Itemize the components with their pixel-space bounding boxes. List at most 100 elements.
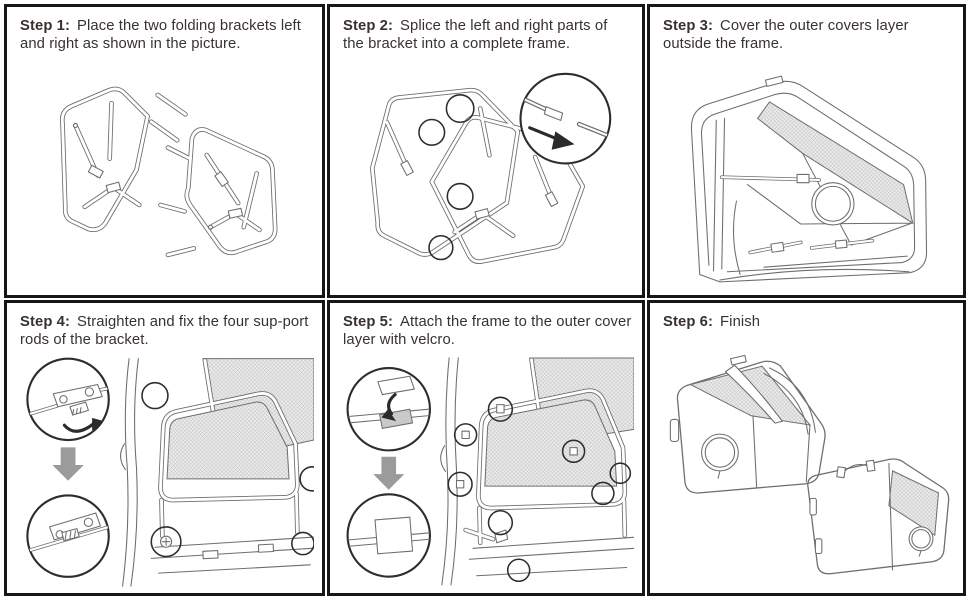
detail-magnifier (519, 72, 612, 165)
step-text: Attach the frame to the outer cover laye… (343, 314, 632, 349)
folding-brackets-drawing (62, 89, 275, 255)
carrier-body (676, 361, 826, 495)
tube-connector (796, 173, 810, 184)
cover-tab (764, 75, 784, 87)
splice-direction-arrow (551, 131, 575, 150)
hinge-plate (474, 208, 490, 220)
mesh-panel (166, 401, 290, 480)
mesh-panel (484, 399, 618, 487)
rotate-arrow (387, 392, 397, 416)
latch-detail-straightened (26, 494, 110, 578)
step-separator: : (65, 314, 71, 330)
step-text: Finish (720, 314, 761, 330)
step-separator: : (708, 314, 714, 330)
step-label: Step 4 (20, 314, 66, 330)
attachment-marker (418, 118, 446, 146)
transform-arrow (373, 456, 405, 490)
port-hole (701, 434, 739, 472)
velcro-flap (377, 375, 415, 396)
attachment-marker (561, 439, 586, 464)
step-text: Cover the outer covers layer outside the… (663, 18, 909, 53)
hinge-plate (105, 181, 122, 194)
attachment-marker (445, 94, 475, 124)
finished-carrier-side (807, 458, 950, 575)
attachment-marker (591, 481, 615, 506)
latch-detail-folded (26, 357, 110, 442)
step-separator: : (388, 18, 394, 34)
step-4-panel: Step 4:Straighten and fix the four sup-p… (4, 300, 325, 596)
step-text: Straighten and fix the four sup-port rod… (20, 314, 309, 349)
finished-carrier-front (669, 355, 826, 495)
velcro-detail-closed (346, 493, 431, 578)
top-tab (729, 355, 747, 366)
spliced-frame-drawing (372, 90, 582, 262)
splice-markers (418, 94, 475, 261)
attachment-marker (487, 396, 514, 422)
step-label: Step 6 (663, 314, 709, 330)
hinge-plate (227, 207, 244, 219)
step-label: Step 2 (343, 18, 389, 34)
step-separator: : (388, 314, 394, 330)
rotate-arrow (62, 421, 96, 433)
carrier-body (807, 458, 950, 575)
step-4-illustration (26, 357, 314, 587)
step-6-illustration (669, 355, 950, 575)
step-3-panel: Step 3:Cover the outer covers layer outs… (647, 4, 966, 298)
latch-plate (52, 383, 103, 408)
rotate-arrow (92, 417, 106, 431)
transform-arrow (52, 447, 84, 481)
frame-with-rods-drawing (120, 358, 314, 587)
attachment-marker (446, 182, 474, 210)
rotate-arrow (381, 409, 397, 422)
attachment-marker (609, 462, 632, 485)
hinge-plate (214, 171, 229, 187)
step-3-heading: Step 3:Cover the outer covers layer outs… (663, 17, 953, 54)
shoulder-strap (763, 367, 816, 436)
step-separator: : (65, 18, 71, 34)
step-label: Step 3 (663, 18, 709, 34)
step-1-illustration (20, 56, 314, 291)
attachment-marker (299, 466, 314, 492)
hinge-plate (544, 191, 559, 208)
attachment-marker (291, 531, 314, 556)
attachment-marker (487, 509, 514, 536)
attachment-marker (453, 423, 478, 447)
step-5-illustration (346, 357, 634, 586)
cover-over-frame-drawing (690, 75, 928, 283)
step-2-illustration (343, 72, 612, 291)
cover-port-hole (811, 182, 855, 226)
attachment-marker (428, 234, 454, 261)
velcro-detail-open (346, 366, 431, 452)
tube-connector (770, 241, 785, 253)
step-3-illustration (690, 75, 928, 283)
step-label: Step 5 (343, 314, 389, 330)
step-1-panel: Step 1:Place the two folding brackets le… (4, 4, 325, 298)
attachment-marker (141, 381, 169, 410)
mesh-panel (756, 101, 914, 225)
port-hole (908, 526, 934, 552)
step-text: Place the two folding brackets left and … (20, 18, 301, 53)
side-tab (814, 538, 823, 555)
step-1-heading: Step 1:Place the two folding brackets le… (20, 17, 312, 54)
step-text: Splice the left and right parts of the b… (343, 18, 608, 53)
splice-tip (543, 106, 564, 121)
attachment-marker (447, 471, 473, 497)
attachment-marker (506, 558, 531, 582)
hinge-plate (400, 160, 414, 176)
velcro-wrap (374, 516, 414, 555)
step-6-heading: Step 6: Finish (663, 313, 953, 331)
attachment-marker (150, 526, 182, 558)
hinge-plate (87, 164, 104, 179)
tube-connector (834, 239, 848, 249)
step-2-heading: Step 2:Splice the left and right parts o… (343, 17, 632, 54)
step-5-heading: Step 5:Attach the frame to the outer cov… (343, 313, 632, 350)
step-5-panel: Step 5:Attach the frame to the outer cov… (327, 300, 645, 596)
step-4-heading: Step 4:Straighten and fix the four sup-p… (20, 313, 312, 350)
magnifier-detail (519, 72, 612, 165)
step-separator: : (708, 18, 714, 34)
frame-velcro-points-drawing (440, 357, 634, 586)
top-spine (724, 365, 783, 425)
side-tab (809, 498, 817, 516)
step-2-panel: Step 2:Splice the left and right parts o… (327, 4, 645, 298)
